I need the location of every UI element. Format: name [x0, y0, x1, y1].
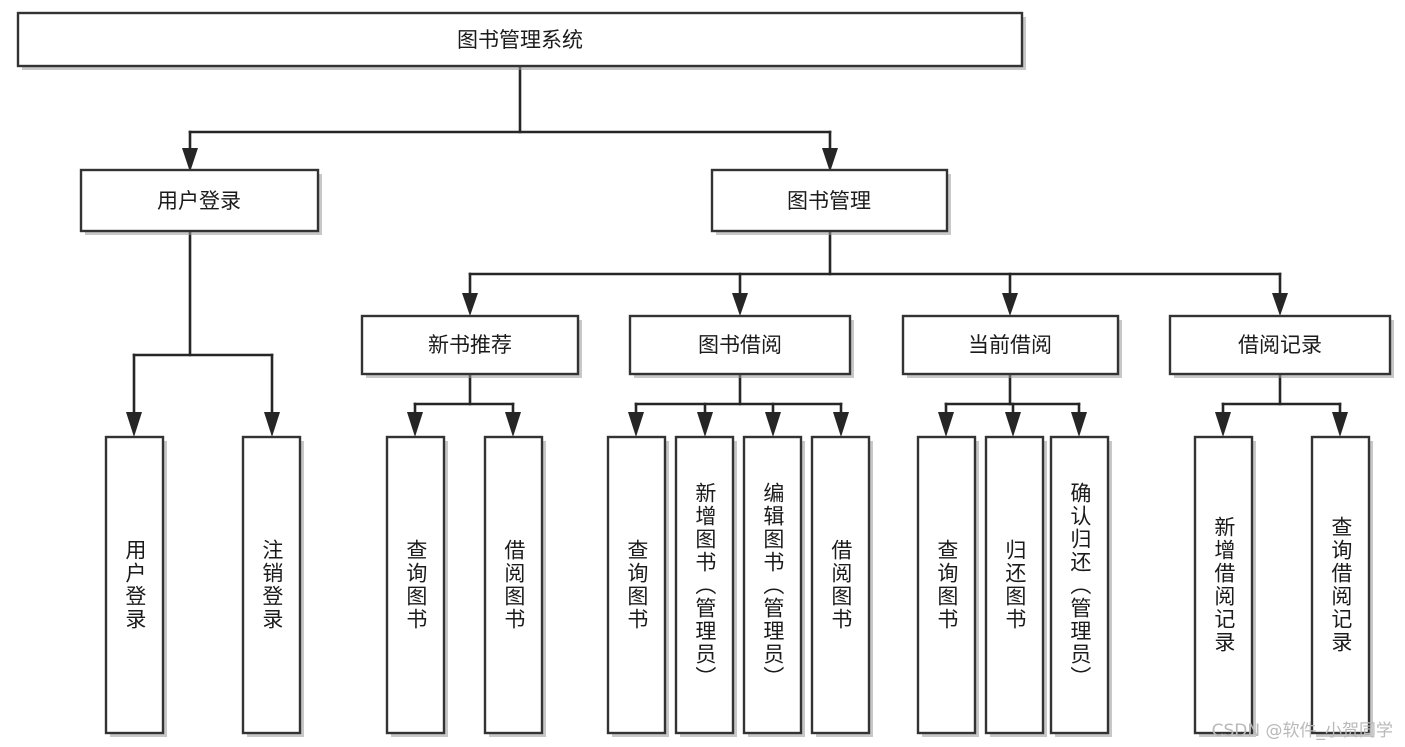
arrow-new-book-l1 [407, 412, 423, 437]
arrow-borrow-record-l2 [1332, 412, 1348, 437]
leaf-label-wrap: 查询图书 [403, 539, 428, 631]
leaf-box [916, 435, 977, 735]
leaf-box [810, 435, 871, 735]
leaf-box [241, 435, 302, 735]
leaf-label-wrap: 借阅图书 [501, 539, 526, 631]
root-label: 图书管理系统 [457, 28, 583, 52]
leaf-label: 注销登录 [259, 539, 284, 631]
leaf-label-wrap: 用户登录 [122, 539, 147, 631]
leaf-label-wrap: 归还图书 [1002, 539, 1027, 631]
borrow-record-box [1168, 314, 1392, 376]
arrow-book-mgmt [822, 148, 838, 172]
node-root[interactable]: 图书管理系统 [16, 11, 1026, 70]
arrow-book-borrow-l3 [765, 412, 781, 437]
new-book-recommend-label: 新书推荐 [428, 333, 512, 357]
leaf-label: 查询图书 [403, 539, 428, 631]
leaf-box [1310, 435, 1371, 735]
leaf-user-login-2[interactable]: 注销登录 [241, 435, 304, 737]
arrow-current-borrow [1002, 293, 1018, 316]
user-login-label: 用户登录 [157, 189, 241, 213]
current-borrow-box [901, 314, 1120, 376]
leaf-label: 新增借阅记录 [1211, 516, 1236, 654]
root-box [16, 11, 1024, 68]
leaf-current-borrow-3[interactable]: 确认归还（管理员） [1049, 435, 1112, 737]
leaf-label-wrap: 新增图书（管理员） [692, 481, 717, 689]
leaf-box [606, 435, 667, 735]
leaf-book-borrow-3[interactable]: 编辑图书（管理员） [742, 435, 805, 737]
leaf-book-borrow-1[interactable]: 查询图书 [606, 435, 669, 737]
leaf-label-wrap: 查询借阅记录 [1328, 516, 1353, 654]
node-book-management[interactable]: 图书管理 [710, 168, 951, 235]
leaf-box [674, 435, 735, 735]
leaf-new-book-1[interactable]: 查询图书 [385, 435, 448, 737]
leaf-box [385, 435, 446, 735]
leaf-label-wrap: 注销登录 [259, 539, 284, 631]
arrow-book-borrow-l1 [628, 412, 644, 437]
leaf-label: 借阅图书 [501, 539, 526, 631]
node-user-login[interactable]: 用户登录 [79, 168, 322, 235]
leaf-new-book-2[interactable]: 借阅图书 [483, 435, 546, 737]
arrow-borrow-record-l1 [1215, 412, 1231, 437]
node-book-borrow[interactable]: 图书借阅 [628, 314, 854, 378]
arrow-new-book [462, 293, 478, 316]
leaf-label: 查询图书 [624, 539, 649, 631]
leaf-current-borrow-2[interactable]: 归还图书 [984, 435, 1047, 737]
leaf-label: 用户登录 [122, 539, 147, 631]
arrow-user-login [182, 148, 198, 172]
leaf-label-wrap: 查询图书 [934, 539, 959, 631]
leaf-label: 查询借阅记录 [1328, 516, 1353, 654]
book-borrow-label: 图书借阅 [698, 333, 782, 357]
leaf-label: 查询图书 [934, 539, 959, 631]
arrow-book-borrow-l2 [697, 412, 713, 437]
leaf-label-wrap: 查询图书 [624, 539, 649, 631]
leaf-box [483, 435, 544, 735]
leaf-borrow-record-1[interactable]: 新增借阅记录 [1193, 435, 1256, 737]
leaf-borrow-record-2[interactable]: 查询借阅记录 [1310, 435, 1373, 737]
arrow-book-borrow-l4 [833, 412, 849, 437]
new-book-recommend-box [360, 314, 580, 376]
node-new-book-recommend[interactable]: 新书推荐 [360, 314, 582, 378]
leaf-box [984, 435, 1045, 735]
edges-layer [126, 65, 1348, 437]
leaf-label-wrap: 新增借阅记录 [1211, 516, 1236, 654]
arrow-user-login-l1 [126, 412, 142, 437]
leaf-label: 新增图书（管理员） [692, 481, 717, 689]
node-current-borrow[interactable]: 当前借阅 [901, 314, 1122, 378]
leaf-box [742, 435, 803, 735]
leaf-book-borrow-2[interactable]: 新增图书（管理员） [674, 435, 737, 737]
leaf-box [104, 435, 165, 735]
leaf-label: 借阅图书 [828, 539, 853, 631]
leaf-box [1049, 435, 1110, 735]
arrow-book-borrow [732, 293, 748, 316]
leaf-user-login-1[interactable]: 用户登录 [104, 435, 167, 737]
book-management-box [710, 168, 949, 233]
leaf-label: 归还图书 [1002, 539, 1027, 631]
leaf-label: 确认归还（管理员） [1067, 481, 1092, 689]
arrow-user-login-l2 [264, 412, 280, 437]
arrow-current-borrow-l2 [1005, 412, 1021, 437]
arrow-new-book-l2 [505, 412, 521, 437]
node-borrow-record[interactable]: 借阅记录 [1168, 314, 1394, 378]
book-management-label: 图书管理 [787, 189, 871, 213]
borrow-record-label: 借阅记录 [1238, 333, 1322, 357]
current-borrow-label: 当前借阅 [968, 333, 1052, 357]
book-borrow-box [628, 314, 852, 376]
leaf-box [1193, 435, 1254, 735]
leaf-label: 编辑图书（管理员） [760, 481, 785, 689]
arrow-current-borrow-l3 [1071, 412, 1087, 437]
leaf-label-wrap: 借阅图书 [828, 539, 853, 631]
leaf-label-wrap: 确认归还（管理员） [1067, 481, 1092, 689]
leaf-book-borrow-4[interactable]: 借阅图书 [810, 435, 873, 737]
arrow-current-borrow-l1 [938, 412, 954, 437]
arrow-borrow-record [1272, 293, 1288, 316]
leaf-current-borrow-1[interactable]: 查询图书 [916, 435, 979, 737]
leaf-label-wrap: 编辑图书（管理员） [760, 481, 785, 689]
user-login-box [79, 168, 320, 233]
